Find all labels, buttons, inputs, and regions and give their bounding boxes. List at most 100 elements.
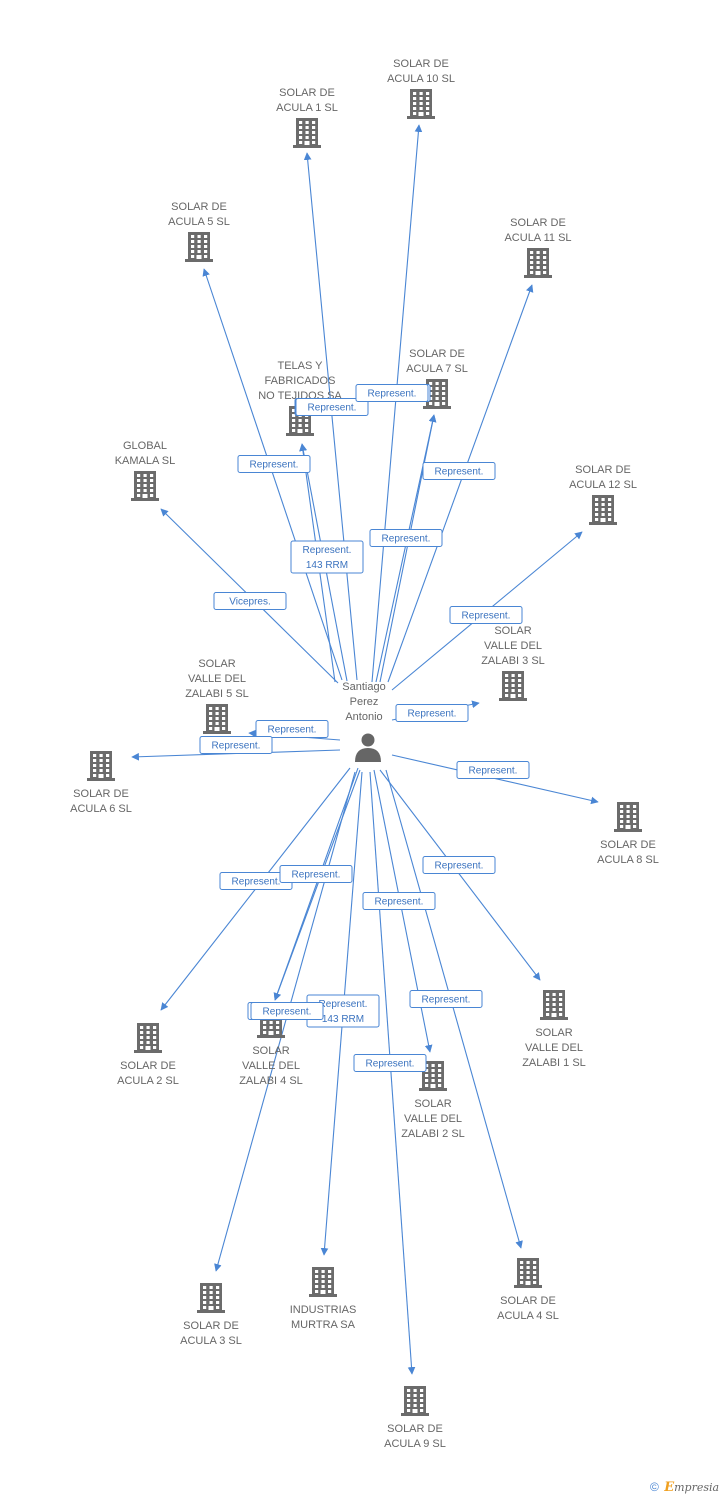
edge-label-text: Represent.	[435, 861, 484, 872]
edge-labels-layer: Represent.Represent.Represent.Represent.…	[199, 384, 530, 1072]
edge-label-text: Represent.	[462, 611, 511, 622]
edge-label-acula7[interactable]: Represent.	[355, 384, 429, 402]
edge-label-acula5[interactable]: Represent.	[237, 455, 311, 473]
edge-label-box	[255, 720, 329, 738]
edge-label-box	[237, 455, 311, 473]
edge-line-acula10	[371, 124, 423, 683]
edge-label-text: Vicepres.	[229, 597, 271, 608]
edge-label-zalabi5[interactable]: Represent.	[255, 720, 329, 738]
edge-label-telas[interactable]: Represent.	[295, 398, 369, 416]
edge-label-zalabi1[interactable]: Represent.	[422, 856, 496, 874]
company-label: SOLAR DE	[387, 1423, 443, 1435]
company-label: VALLE DEL	[484, 640, 542, 652]
edge-label-global[interactable]: Vicepres.	[213, 592, 287, 610]
building-icon	[131, 471, 159, 501]
edge-label-box	[456, 761, 530, 779]
company-label: ZALABI 2 SL	[401, 1128, 465, 1140]
edge-label-box	[290, 540, 364, 574]
edge-label-acula4[interactable]: Represent.	[409, 990, 483, 1008]
building-icon	[293, 118, 321, 148]
edge-label-box	[279, 865, 353, 883]
company-label: ACULA 6 SL	[70, 803, 132, 815]
company-label: GLOBAL	[123, 440, 167, 452]
edge-label-text: Represent.	[422, 995, 471, 1006]
edge-label-telas[interactable]: Represent. 143 RRM	[290, 540, 364, 574]
person-label: Antonio	[345, 711, 382, 723]
edge-label-text: Represent.	[212, 741, 261, 752]
edge-label-murtra[interactable]: Represent.143 RRM	[306, 994, 380, 1028]
company-label: SOLAR	[494, 625, 531, 637]
edge-label-acula8[interactable]: Represent.	[456, 761, 530, 779]
company-label: ACULA 12 SL	[569, 479, 637, 491]
company-label: SOLAR DE	[409, 348, 465, 360]
company-label: SOLAR DE	[171, 201, 227, 213]
edge-label-acula6[interactable]: Represent.	[199, 736, 273, 754]
edge-label-zalabi4[interactable]: Represent.	[279, 865, 353, 883]
edge-label-zalabi3[interactable]: Represent.	[395, 704, 469, 722]
edge-label-acula9[interactable]: Represent.	[353, 1054, 427, 1072]
company-node-acula5[interactable]: SOLAR DE ACULA 5 SL	[168, 201, 230, 262]
edge-label-box	[213, 592, 287, 610]
person-label: Santiago	[342, 681, 385, 693]
edge-label-text: Represent.	[303, 545, 352, 556]
edge-label-acula12[interactable]: Represent.	[449, 606, 523, 624]
edge-label-text: 143 RRM	[306, 560, 348, 571]
building-icon	[423, 379, 451, 409]
company-label: SOLAR	[535, 1027, 572, 1039]
edge-label-zalabi4[interactable]: Represent.	[250, 1002, 324, 1020]
edge-label-zalabi2[interactable]: Represent.	[362, 892, 436, 910]
company-label: SOLAR DE	[120, 1060, 176, 1072]
edge-label-box	[409, 990, 483, 1008]
building-icon	[419, 1061, 447, 1091]
company-node-acula7[interactable]: SOLAR DE ACULA 7 SL	[406, 348, 468, 409]
company-label: ZALABI 1 SL	[522, 1057, 586, 1069]
edge-label-text: Represent.	[319, 999, 368, 1010]
edge-line-acula3	[214, 771, 356, 1272]
company-label: SOLAR DE	[600, 839, 656, 851]
edge-label-text: Represent.	[469, 766, 518, 777]
edge-line-zalabi2	[373, 769, 433, 1053]
edge-label-text: Represent.	[408, 709, 457, 720]
edge-line-zalabi1	[379, 769, 541, 981]
edge-label-acula11[interactable]: Represent.	[422, 462, 496, 480]
company-label: ACULA 1 SL	[276, 102, 338, 114]
company-label: SOLAR DE	[393, 58, 449, 70]
company-label: FABRICADOS	[265, 375, 336, 387]
company-label: ACULA 7 SL	[406, 363, 468, 375]
company-node-acula12[interactable]: SOLAR DE ACULA 12 SL	[569, 464, 637, 525]
company-label: ACULA 5 SL	[168, 216, 230, 228]
edge-line-acula5	[202, 268, 343, 681]
company-label: SOLAR DE	[500, 1295, 556, 1307]
building-icon	[87, 751, 115, 781]
building-icon	[134, 1023, 162, 1053]
person-label: Perez	[350, 696, 379, 708]
edge-label-text: Represent.	[382, 534, 431, 545]
company-label: SOLAR DE	[575, 464, 631, 476]
edge-label-acula7[interactable]: Represent.	[369, 529, 443, 547]
building-icon	[540, 990, 568, 1020]
edge-line-acula9	[369, 771, 416, 1375]
brand-logo: Empresia	[664, 1480, 720, 1495]
company-label: TELAS Y	[277, 360, 323, 372]
edge-label-box	[395, 704, 469, 722]
